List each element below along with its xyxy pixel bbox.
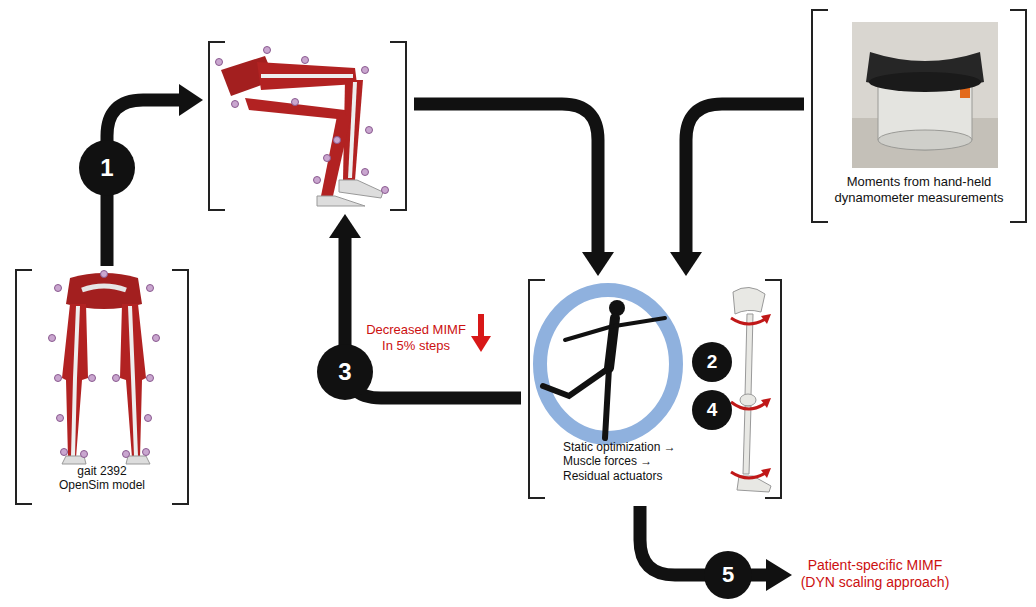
- iteration-note: Decreased MIMF In 5% steps: [360, 322, 472, 353]
- arrow-head: [670, 252, 702, 276]
- scaled-model-panel: [205, 40, 410, 212]
- arrow-head: [329, 214, 361, 238]
- optimization-panel: Static optimization → Muscle forces → Re…: [525, 278, 785, 500]
- flow-arrow: [414, 104, 614, 276]
- arrow-head: [179, 84, 203, 116]
- callout-number: 2: [692, 342, 732, 382]
- seated-model: [216, 47, 389, 207]
- flow-arrow: [670, 104, 804, 276]
- leg-model: [49, 271, 160, 465]
- arrow-head: [582, 252, 614, 276]
- joint-chain: [731, 287, 771, 492]
- model-panel: gait 2392 OpenSim model: [12, 268, 192, 506]
- seated-model-illustration: [205, 40, 410, 212]
- result-text: Patient-specific MIMF (DYN scaling appro…: [795, 557, 955, 591]
- node-text: gait 2392 OpenSim model: [56, 464, 148, 493]
- arrow-line: [414, 104, 598, 254]
- callout-number: 5: [704, 551, 752, 599]
- arrow-line: [686, 104, 804, 254]
- node-text: Moments from hand-held dynamometer measu…: [831, 174, 1007, 205]
- callout-number: 3: [317, 344, 373, 400]
- node-text: Static optimization → Muscle forces → Re…: [563, 440, 687, 483]
- decrease-arrow: [471, 314, 491, 352]
- dynamometer-panel: Moments from hand-held dynamometer measu…: [808, 8, 1030, 224]
- dancer: [543, 300, 665, 438]
- callout-number: 4: [692, 390, 732, 430]
- callout-number: 1: [79, 140, 135, 196]
